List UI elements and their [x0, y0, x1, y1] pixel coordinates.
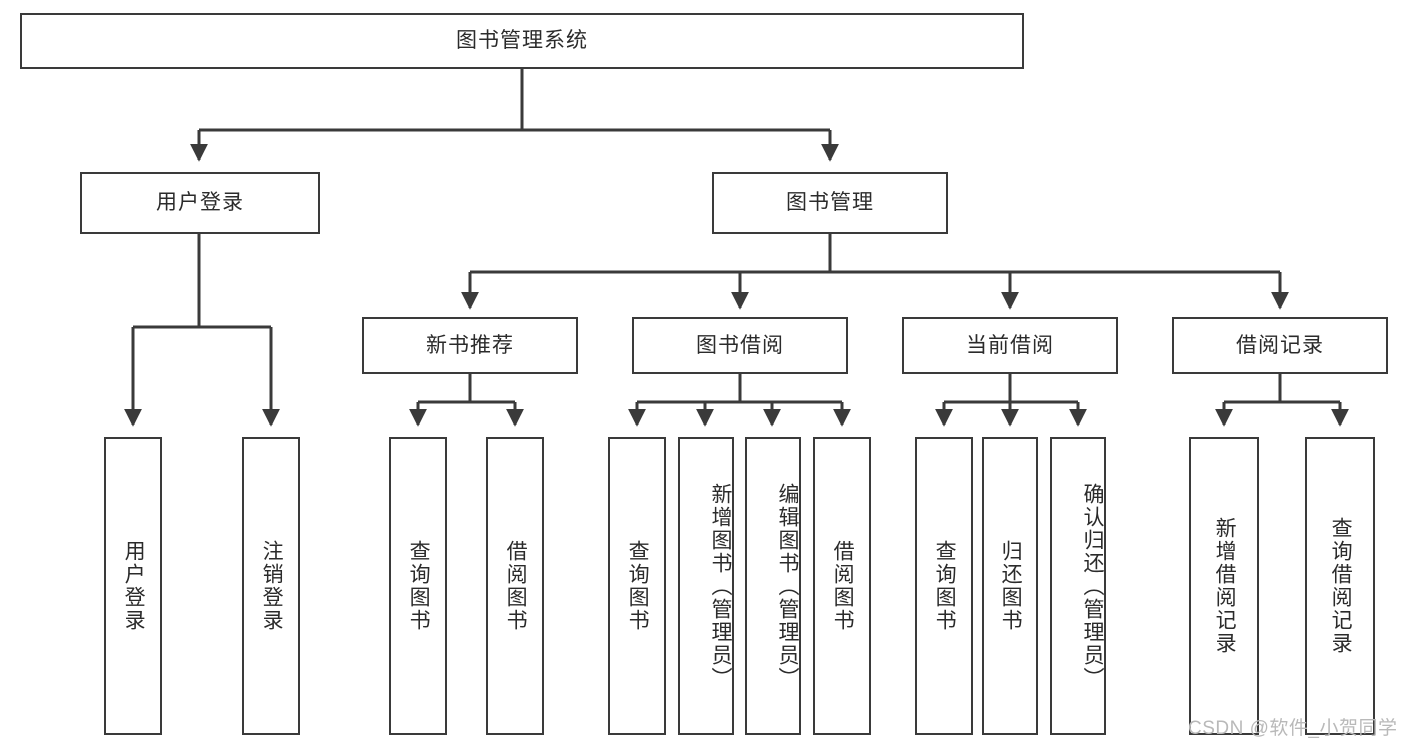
node-leaf-add-record[interactable]: 新增借阅记录 [1189, 437, 1259, 735]
node-leaf-add-book-label: 新增图书（管理员） [709, 482, 732, 690]
node-leaf-edit-book[interactable]: 编辑图书（管理员） [745, 437, 801, 735]
watermark: CSDN @软件_小贺同学 [1188, 718, 1398, 739]
node-root[interactable]: 图书管理系统 [20, 13, 1024, 69]
node-leaf-confirm-return-label: 确认归还（管理员） [1081, 482, 1104, 690]
node-book-borrow[interactable]: 图书借阅 [632, 317, 848, 374]
node-leaf-borrow-book-1-label: 借阅图书 [504, 540, 528, 632]
node-leaf-user-logout-label: 注销登录 [260, 540, 284, 632]
node-leaf-borrow-book-2-label: 借阅图书 [831, 540, 855, 632]
node-leaf-query-book-1[interactable]: 查询图书 [389, 437, 447, 735]
node-leaf-return-book[interactable]: 归还图书 [982, 437, 1038, 735]
node-leaf-add-book[interactable]: 新增图书（管理员） [678, 437, 734, 735]
node-borrow-record-label: 借阅记录 [1236, 333, 1324, 357]
node-leaf-add-record-label: 新增借阅记录 [1213, 517, 1237, 655]
node-leaf-confirm-return[interactable]: 确认归还（管理员） [1050, 437, 1106, 735]
node-leaf-query-book-1-label: 查询图书 [407, 540, 431, 632]
node-leaf-query-record-label: 查询借阅记录 [1329, 517, 1353, 655]
node-leaf-query-record[interactable]: 查询借阅记录 [1305, 437, 1375, 735]
node-leaf-borrow-book-2[interactable]: 借阅图书 [813, 437, 871, 735]
node-leaf-return-book-label: 归还图书 [999, 540, 1023, 632]
node-new-book-recommend-label: 新书推荐 [426, 333, 514, 357]
node-book-manage[interactable]: 图书管理 [712, 172, 948, 234]
node-leaf-query-book-3[interactable]: 查询图书 [915, 437, 973, 735]
node-leaf-query-book-3-label: 查询图书 [933, 540, 957, 632]
node-book-borrow-label: 图书借阅 [696, 333, 784, 357]
node-leaf-query-book-2[interactable]: 查询图书 [608, 437, 666, 735]
node-leaf-user-login[interactable]: 用户登录 [104, 437, 162, 735]
node-root-label: 图书管理系统 [456, 29, 588, 53]
node-leaf-query-book-2-label: 查询图书 [626, 540, 650, 632]
node-user-login[interactable]: 用户登录 [80, 172, 320, 234]
node-book-manage-label: 图书管理 [786, 191, 874, 215]
node-borrow-record[interactable]: 借阅记录 [1172, 317, 1388, 374]
node-current-borrow[interactable]: 当前借阅 [902, 317, 1118, 374]
node-leaf-edit-book-label: 编辑图书（管理员） [776, 482, 799, 690]
node-leaf-user-login-label: 用户登录 [122, 540, 146, 632]
node-leaf-borrow-book-1[interactable]: 借阅图书 [486, 437, 544, 735]
node-leaf-user-logout[interactable]: 注销登录 [242, 437, 300, 735]
node-new-book-recommend[interactable]: 新书推荐 [362, 317, 578, 374]
node-user-login-label: 用户登录 [156, 191, 244, 215]
node-current-borrow-label: 当前借阅 [966, 333, 1054, 357]
